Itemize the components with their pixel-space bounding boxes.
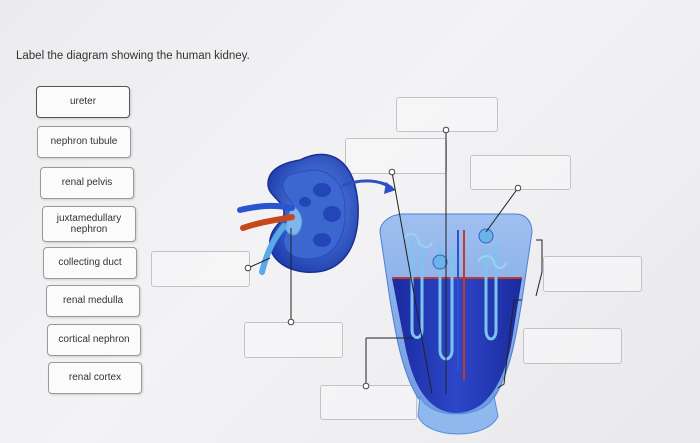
kidney-section (379, 213, 533, 435)
drop-target-2[interactable] (345, 138, 447, 174)
drop-target-4[interactable] (151, 251, 250, 287)
term-label: nephron tubule (50, 136, 118, 148)
term-renal-cortex[interactable]: renal cortex (48, 362, 142, 394)
term-cortical-nephron[interactable]: cortical nephron (47, 324, 141, 356)
term-label: renal cortex (68, 372, 122, 384)
drop-target-5[interactable] (543, 256, 642, 292)
term-label: collecting duct (58, 257, 122, 269)
term-nephron-tubule[interactable]: nephron tubule (37, 126, 131, 158)
drop-target-7[interactable] (523, 328, 622, 364)
term-collecting-duct[interactable]: collecting duct (43, 247, 137, 279)
leader-endpoints (244, 126, 522, 390)
term-juxtamedullary-nephron[interactable]: juxtamedullary nephron (42, 206, 136, 242)
arrow-head-icon (384, 182, 396, 194)
leader-lines (247, 130, 543, 395)
term-label: cortical nephron (58, 334, 130, 346)
term-renal-pelvis[interactable]: renal pelvis (40, 167, 134, 199)
whole-kidney (237, 153, 359, 275)
drop-target-3[interactable] (470, 155, 571, 190)
term-label: juxtamedullary nephron (56, 212, 122, 236)
drop-target-8[interactable] (320, 385, 417, 420)
term-renal-medulla[interactable]: renal medulla (46, 285, 140, 317)
term-label: renal pelvis (61, 177, 113, 189)
instruction-text: Label the diagram showing the human kidn… (16, 50, 250, 62)
term-label: renal medulla (62, 295, 124, 307)
term-label: ureter (69, 96, 97, 108)
term-ureter[interactable]: ureter (36, 86, 130, 118)
